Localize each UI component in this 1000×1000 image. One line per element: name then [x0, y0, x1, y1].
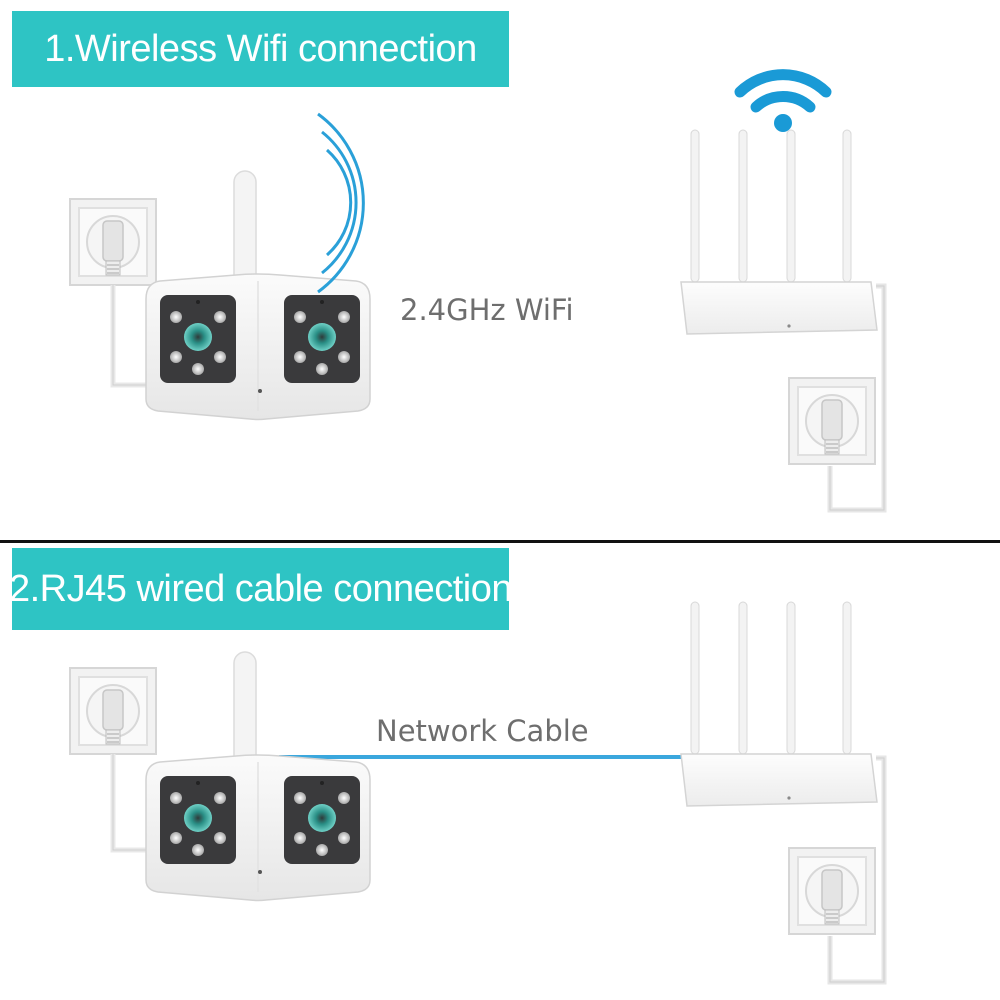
- wall-socket-camera-1: [69, 198, 157, 286]
- camera-1: [145, 170, 371, 421]
- camera-2: [145, 651, 371, 902]
- section-divider: [0, 540, 1000, 543]
- router-2: [680, 601, 878, 807]
- wall-socket-router-2: [788, 847, 876, 935]
- section-1-title: 1.Wireless Wifi connection: [12, 11, 509, 87]
- network-cable-label: Network Cable: [376, 714, 589, 748]
- wifi-waves-icon: [317, 112, 365, 294]
- section-2-title: 2.RJ45 wired cable connection: [9, 548, 513, 630]
- wifi-icon: [734, 69, 832, 132]
- wall-socket-camera-2: [69, 667, 157, 755]
- wall-socket-router-1: [788, 377, 876, 465]
- wifi-band-label: 2.4GHz WiFi: [400, 293, 574, 327]
- router-1: [680, 129, 878, 335]
